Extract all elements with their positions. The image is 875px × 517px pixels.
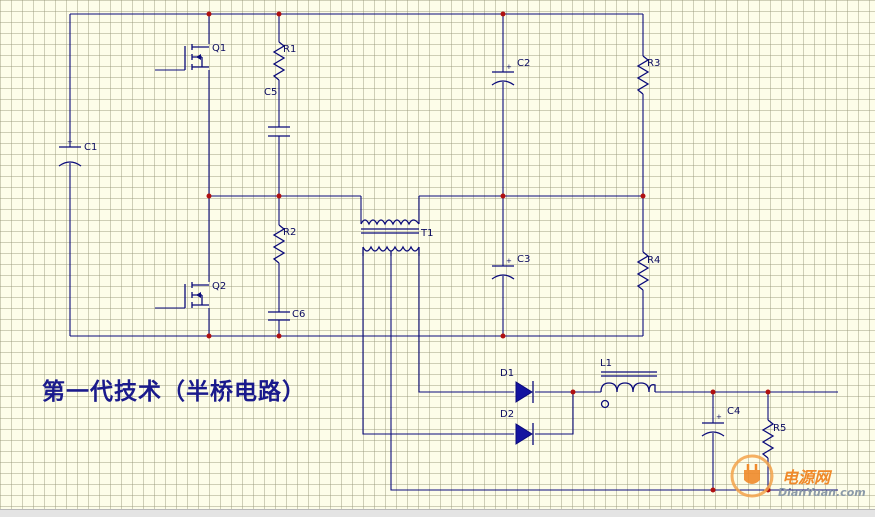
label-d1: D1 bbox=[500, 368, 514, 379]
component-labels: Q1 Q2 C1 C2 C3 C4 C5 C6 R1 R2 R3 R4 R5 T… bbox=[67, 43, 786, 434]
junction-dot bbox=[500, 333, 506, 339]
mosfet-q2-icon bbox=[184, 282, 209, 308]
junction-dot bbox=[206, 11, 212, 17]
capacitor-c1-icon bbox=[58, 146, 82, 167]
label-c5: C5 bbox=[264, 87, 277, 98]
diagram-title: 第一代技术（半桥电路） bbox=[42, 378, 306, 405]
junction-dot bbox=[276, 11, 282, 17]
resistor-r2-icon bbox=[272, 224, 286, 264]
label-c4: C4 bbox=[727, 406, 740, 417]
transformer-t1-icon bbox=[360, 219, 420, 256]
label-r2: R2 bbox=[283, 227, 296, 238]
polarity-mark: + bbox=[506, 63, 512, 71]
watermark-plug-icon bbox=[730, 454, 774, 498]
junction-dot bbox=[206, 193, 212, 199]
label-r3: R3 bbox=[647, 58, 660, 69]
label-l1: L1 bbox=[600, 358, 612, 369]
label-q1: Q1 bbox=[212, 43, 226, 54]
mosfet-q1-icon bbox=[184, 44, 209, 70]
label-r5: R5 bbox=[773, 423, 786, 434]
resistor-r4-icon bbox=[636, 251, 650, 291]
junction-dot bbox=[640, 193, 646, 199]
resistor-r3-icon bbox=[636, 55, 650, 95]
watermark-en: DianYuan.com bbox=[778, 486, 866, 499]
polarity-mark: + bbox=[506, 257, 512, 265]
junction-dots bbox=[206, 11, 771, 493]
capacitor-c5-icon bbox=[268, 126, 290, 137]
diode-d2-icon bbox=[515, 423, 534, 445]
label-c2: C2 bbox=[517, 58, 530, 69]
junction-dot bbox=[276, 193, 282, 199]
junction-dot bbox=[500, 193, 506, 199]
label-c6: C6 bbox=[292, 309, 305, 320]
label-r4: R4 bbox=[647, 255, 660, 266]
junction-dot bbox=[710, 389, 716, 395]
label-r1: R1 bbox=[283, 44, 296, 55]
label-d2: D2 bbox=[500, 409, 514, 420]
capacitor-c6-icon bbox=[268, 311, 290, 321]
resistor-r5-icon bbox=[761, 419, 775, 459]
label-q2: Q2 bbox=[212, 281, 226, 292]
junction-dot bbox=[206, 333, 212, 339]
label-t1: T1 bbox=[420, 228, 433, 239]
polarity-mark: + bbox=[67, 138, 73, 146]
junction-dot bbox=[765, 389, 771, 395]
junction-dot bbox=[710, 487, 716, 493]
capacitor-c2-icon bbox=[491, 71, 515, 86]
resistor-r1-icon bbox=[272, 41, 286, 81]
bottom-scroll-strip bbox=[0, 509, 875, 517]
wires bbox=[69, 13, 838, 491]
capacitor-c4-icon bbox=[701, 422, 725, 437]
junction-dot bbox=[570, 389, 576, 395]
junction-dot bbox=[276, 333, 282, 339]
diode-d1-icon bbox=[515, 381, 534, 403]
capacitor-c3-icon bbox=[491, 265, 515, 280]
label-c1: C1 bbox=[84, 142, 97, 153]
label-c3: C3 bbox=[517, 254, 530, 265]
junction-dot bbox=[500, 11, 506, 17]
polarity-mark: + bbox=[716, 413, 722, 421]
watermark-cn: 电源网 bbox=[782, 468, 831, 487]
inductor-l1-icon bbox=[600, 371, 657, 409]
